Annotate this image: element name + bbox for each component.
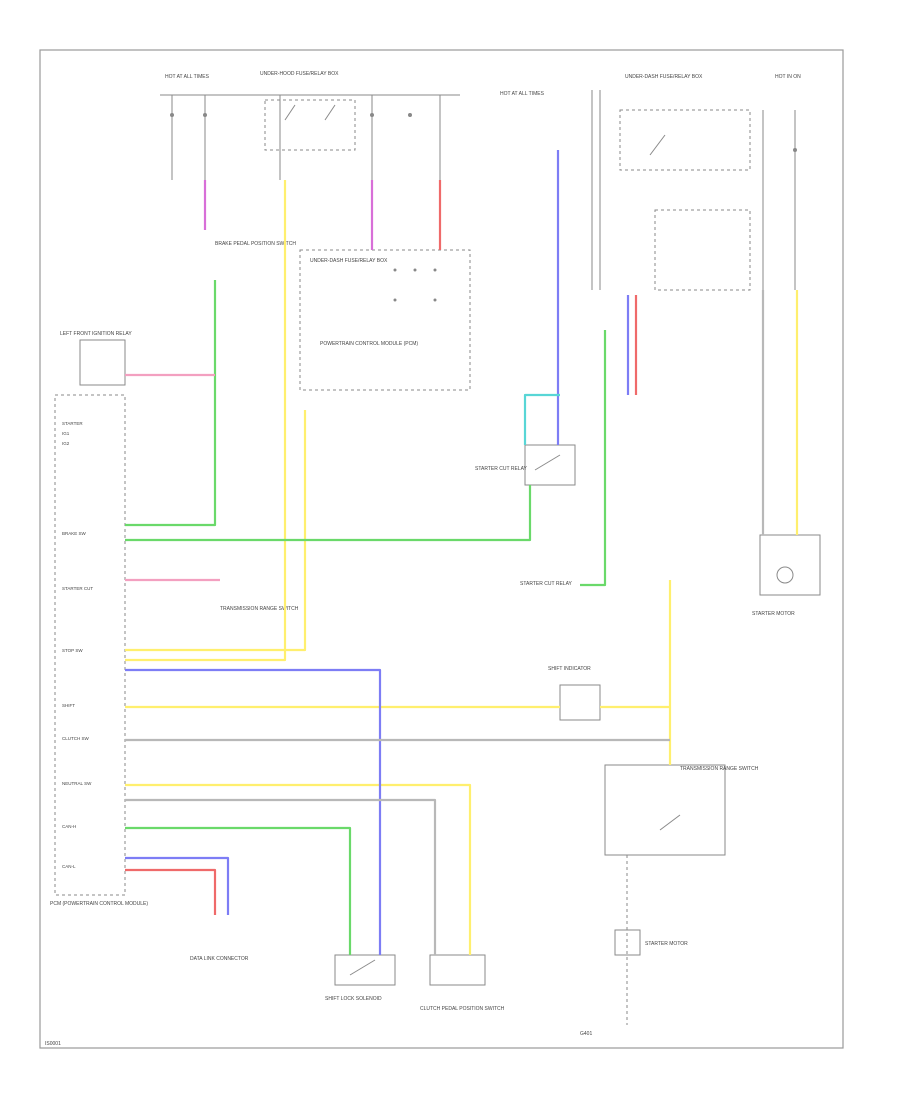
lower-right-box-label: TRANSMISSION RANGE SWITCH: [680, 766, 759, 772]
top-left-fuse-block: HOT AT ALL TIMES UNDER-HOOD FUSE/RELAY B…: [160, 71, 460, 180]
pcm-label: PCM (POWERTRAIN CONTROL MODULE): [50, 901, 148, 907]
left-relay-box: LEFT FRONT IGNITION RELAY BRAKE PEDAL PO…: [60, 241, 296, 386]
pin-can-l: CAN-L: [62, 864, 76, 869]
left-box-label: LEFT FRONT IGNITION RELAY: [60, 331, 132, 337]
pin-ig1: IG1: [62, 431, 70, 436]
shift-lock-label: SHIFT LOCK SOLENOID: [325, 996, 382, 1002]
fuse-relay-box-label: UNDER-HOOD FUSE/RELAY BOX: [260, 71, 339, 77]
wire-yellow-upper: [125, 410, 307, 652]
diagram-frame: [39, 49, 844, 1049]
control-unit-label: POWERTRAIN CONTROL MODULE (PCM): [320, 341, 418, 347]
wire-yellow-lower: [125, 783, 472, 955]
pin-clutch-sw: CLUTCH SW: [62, 736, 90, 741]
bottom-starter-block: STARTER MOTOR G401: [580, 855, 688, 1037]
wire-blue-short: [125, 856, 230, 915]
footer-code: IS0001: [45, 1041, 61, 1047]
clutch-switch-label: CLUTCH PEDAL POSITION SWITCH: [420, 1006, 505, 1012]
wire-red-short: [125, 868, 217, 915]
pin-starter-cut: STARTER CUT: [62, 586, 93, 591]
wire-green-lower: [125, 826, 352, 955]
center-top-right-label: HOT AT ALL TIMES: [500, 91, 545, 97]
right-top-module: HOT AT ALL TIMES UNDER-DASH FUSE/RELAY B…: [500, 74, 801, 291]
wire-green-left: [125, 280, 217, 527]
wire-blue-main: [125, 668, 382, 955]
brake-switch-label: BRAKE PEDAL POSITION SWITCH: [215, 241, 296, 247]
top-left-label: HOT AT ALL TIMES: [165, 74, 210, 80]
starter-cut-relay: STARTER CUT RELAY STARTER CUT RELAY: [475, 444, 576, 587]
pin-starter: STARTER: [62, 421, 83, 426]
ground-label: G401: [580, 1031, 592, 1037]
pin-neutral-sw: NEUTRAL SW: [62, 781, 92, 786]
wire-harness: [125, 150, 799, 955]
neutral-switch-block: TRANSMISSION RANGE SWITCH: [220, 606, 299, 612]
starter-motor-block: STARTER MOTOR: [752, 534, 821, 617]
starter-relay-label: STARTER CUT RELAY: [475, 466, 528, 472]
wire-green-main: [125, 485, 532, 542]
data-link-label: DATA LINK CONNECTOR: [190, 956, 249, 962]
pin-stop-sw: STOP SW: [62, 648, 83, 653]
pin-brake-sw: BRAKE SW: [62, 531, 87, 536]
shift-lock-solenoid: SHIFT LOCK SOLENOID: [325, 954, 396, 1002]
right-module-label: UNDER-DASH FUSE/RELAY BOX: [625, 74, 703, 80]
wire-green-right: [580, 330, 607, 587]
wire-yellow-right: [600, 580, 672, 709]
wire-cyan-relay: [523, 393, 560, 445]
shift-indicator-label: SHIFT INDICATOR: [548, 666, 591, 672]
starter-cut-label: STARTER CUT RELAY: [520, 581, 573, 587]
center-control-module: UNDER-DASH FUSE/RELAY BOX POWERTRAIN CON…: [299, 249, 471, 391]
wire-gray-lower: [125, 798, 437, 955]
transmission-range-switch-block: TRANSMISSION RANGE SWITCH: [604, 764, 759, 856]
pin-shift: SHIFT: [62, 703, 75, 708]
pin-can-h: CAN-H: [62, 824, 76, 829]
shift-indicator-block: SHIFT INDICATOR: [548, 666, 601, 721]
wire-yellow-vertical: [125, 180, 287, 662]
neutral-switch-label: TRANSMISSION RANGE SWITCH: [220, 606, 299, 612]
starter-bottom-label: STARTER MOTOR: [645, 941, 688, 947]
center-module-label: UNDER-DASH FUSE/RELAY BOX: [310, 258, 388, 264]
clutch-switch-block: CLUTCH PEDAL POSITION SWITCH: [420, 954, 505, 1012]
starter-motor-label: STARTER MOTOR: [752, 611, 795, 617]
far-right-label: HOT IN ON: [775, 74, 801, 80]
pin-ig2: IG2: [62, 441, 70, 446]
pcm-connector: PCM (POWERTRAIN CONTROL MODULE) STARTER …: [50, 394, 148, 907]
data-link-connector: DATA LINK CONNECTOR: [190, 956, 249, 962]
